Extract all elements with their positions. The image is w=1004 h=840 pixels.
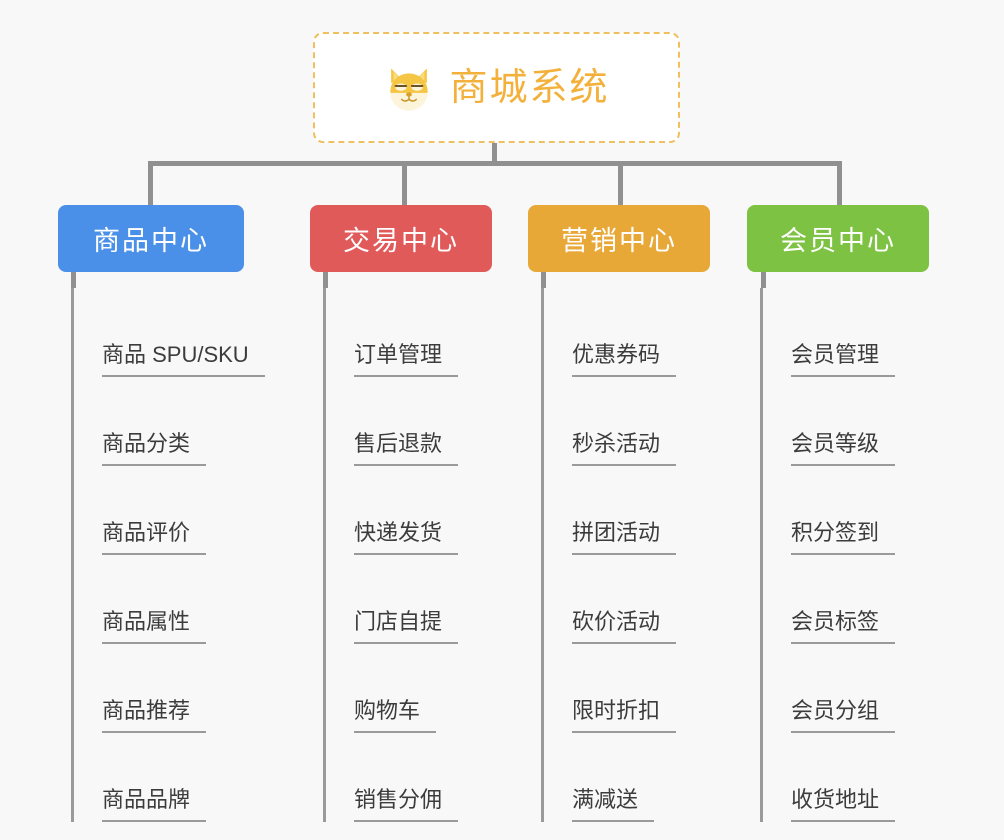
list-item[interactable]: 商品属性 <box>74 555 244 644</box>
category-header-trade-center[interactable]: 交易中心 <box>310 205 492 272</box>
list-item[interactable]: 秒杀活动 <box>544 377 710 466</box>
list-item[interactable]: 商品 SPU/SKU <box>74 288 265 377</box>
category-label: 会员中心 <box>780 226 896 256</box>
leaf-label: 商品推荐 <box>102 697 207 733</box>
list-item[interactable]: 商品分类 <box>74 377 244 466</box>
branch-marketing-center: 营销中心 优惠券码 秒杀活动 拼团活动 砍价活动 限时折扣 满减送 <box>528 205 710 838</box>
list-item[interactable]: 砍价活动 <box>544 555 710 644</box>
category-label: 商品中心 <box>93 226 209 256</box>
leaf-list-product-center: 商品 SPU/SKU 商品分类 商品评价 商品属性 商品推荐 商品品牌 <box>71 288 265 822</box>
leaf-label: 优惠券码 <box>572 341 677 377</box>
connector-stub-1 <box>71 272 76 288</box>
leaf-label: 会员分组 <box>791 697 896 733</box>
category-header-member-center[interactable]: 会员中心 <box>747 205 929 272</box>
list-item[interactable]: 售后退款 <box>326 377 492 466</box>
category-label: 交易中心 <box>343 226 459 256</box>
connector-stem <box>492 143 497 165</box>
connector-drop-1 <box>148 161 153 206</box>
list-item[interactable]: 会员管理 <box>763 288 929 377</box>
leaf-label: 商品 SPU/SKU <box>102 341 265 377</box>
leaf-label: 门店自提 <box>354 608 459 644</box>
connector-stub-3 <box>541 272 546 288</box>
leaf-label: 商品评价 <box>102 519 207 555</box>
category-header-product-center[interactable]: 商品中心 <box>58 205 244 272</box>
leaf-label: 收货地址 <box>791 786 896 822</box>
leaf-label: 秒杀活动 <box>572 430 677 466</box>
leaf-label: 商品属性 <box>102 608 207 644</box>
list-item[interactable]: 商品推荐 <box>74 644 244 733</box>
list-item[interactable]: 销售分佣 <box>326 733 492 822</box>
leaf-list-marketing-center: 优惠券码 秒杀活动 拼团活动 砍价活动 限时折扣 满减送 <box>541 288 710 822</box>
list-item[interactable]: 积分签到 <box>763 466 929 555</box>
branch-trade-center: 交易中心 订单管理 售后退款 快递发货 门店自提 购物车 销售分佣 <box>310 205 492 838</box>
branch-member-center: 会员中心 会员管理 会员等级 积分签到 会员标签 会员分组 收货地址 <box>747 205 929 838</box>
leaf-list-trade-center: 订单管理 售后退款 快递发货 门店自提 购物车 销售分佣 <box>323 288 492 822</box>
list-item[interactable]: 满减送 <box>544 733 710 822</box>
connector-drop-4 <box>837 161 842 206</box>
list-item[interactable]: 快递发货 <box>326 466 492 555</box>
connector-bus <box>148 161 842 166</box>
list-item[interactable]: 商品评价 <box>74 466 244 555</box>
leaf-label: 满减送 <box>572 786 655 822</box>
list-item[interactable]: 拼团活动 <box>544 466 710 555</box>
leaf-label: 购物车 <box>354 697 437 733</box>
connector-stub-2 <box>323 272 328 288</box>
shiba-inu-icon <box>390 68 429 111</box>
list-item[interactable]: 收货地址 <box>763 733 929 822</box>
list-item[interactable]: 会员分组 <box>763 644 929 733</box>
list-item[interactable]: 会员等级 <box>763 377 929 466</box>
list-item[interactable]: 会员标签 <box>763 555 929 644</box>
root-node[interactable]: 商城系统 <box>313 32 680 143</box>
leaf-label: 会员等级 <box>791 430 896 466</box>
list-item[interactable]: 订单管理 <box>326 288 492 377</box>
connector-drop-3 <box>618 161 623 206</box>
leaf-label: 销售分佣 <box>354 786 459 822</box>
connector-stub-4 <box>761 272 766 288</box>
category-header-marketing-center[interactable]: 营销中心 <box>528 205 710 272</box>
category-label: 营销中心 <box>561 226 677 256</box>
leaf-label: 商品品牌 <box>102 786 207 822</box>
list-item[interactable]: 购物车 <box>326 644 492 733</box>
leaf-label: 砍价活动 <box>572 608 677 644</box>
leaf-label: 订单管理 <box>354 341 459 377</box>
leaf-label: 商品分类 <box>102 430 207 466</box>
list-item[interactable]: 商品品牌 <box>74 733 244 822</box>
leaf-label: 限时折扣 <box>572 697 677 733</box>
leaf-label: 售后退款 <box>354 430 459 466</box>
leaf-list-member-center: 会员管理 会员等级 积分签到 会员标签 会员分组 收货地址 <box>760 288 929 822</box>
leaf-label: 快递发货 <box>354 519 459 555</box>
leaf-label: 拼团活动 <box>572 519 677 555</box>
leaf-label: 积分签到 <box>791 519 896 555</box>
root-title: 商城系统 <box>449 66 610 109</box>
list-item[interactable]: 优惠券码 <box>544 288 710 377</box>
connector-drop-2 <box>402 161 407 206</box>
leaf-label: 会员标签 <box>791 608 896 644</box>
list-item[interactable]: 限时折扣 <box>544 644 710 733</box>
list-item[interactable]: 门店自提 <box>326 555 492 644</box>
branch-product-center: 商品中心 商品 SPU/SKU 商品分类 商品评价 商品属性 商品推荐 商品品牌 <box>58 205 265 838</box>
leaf-label: 会员管理 <box>791 341 896 377</box>
